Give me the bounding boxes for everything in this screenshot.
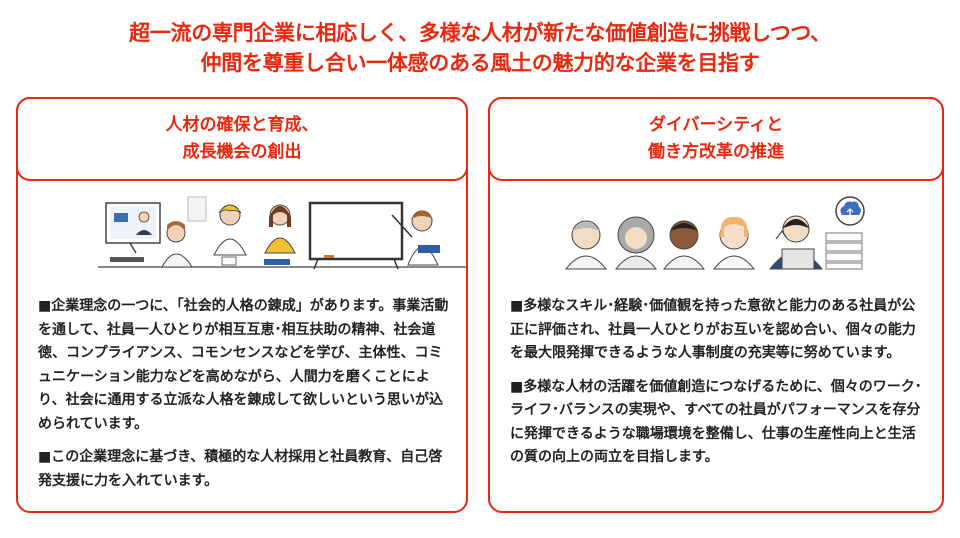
- person-icon: [564, 220, 608, 270]
- person-at-computer-icon: [161, 221, 193, 268]
- monitor-icon: [105, 202, 161, 262]
- teacher-icon: [391, 210, 440, 266]
- panel-title-line-2: 成長機会の創出: [182, 142, 302, 162]
- diversity-text: ■多様なスキル･経験･価値観を持った意欲と能力のある社員が公正に評価され、社員一…: [510, 295, 928, 480]
- person-with-laptop-icon: [768, 215, 824, 270]
- panel-title-line-2: 働き方改革の推進: [648, 142, 784, 162]
- talent-development-header: 人材の確保と育成、 成長機会の創出: [16, 97, 468, 181]
- person-icon: [662, 220, 706, 270]
- document-stack-icon: [825, 232, 863, 270]
- talent-development-text: ■企業理念の一つに、「社会的人格の錬成」があります。事業活動を通して、社員一人ひ…: [38, 295, 452, 503]
- panel-title-line-1: 人材の確保と育成、: [165, 115, 319, 135]
- cloud-upload-icon: [835, 196, 865, 226]
- diversity-header: ダイバーシティと 働き方改革の推進: [488, 97, 944, 181]
- paragraph: ■この企業理念に基づき、積極的な人材採用と社員教育、自己啓発支援に力を入れていま…: [38, 449, 443, 489]
- diversity-illustration: [564, 196, 865, 270]
- panel-title-line-1: ダイバーシティと: [648, 115, 784, 135]
- training-illustration: [98, 196, 466, 270]
- paragraph: ■多様なスキル･経験･価値観を持った意欲と能力のある社員が公正に評価され、社員一…: [510, 298, 916, 361]
- person-icon: [712, 216, 756, 270]
- student-icon: [213, 204, 247, 266]
- paragraph: ■企業理念の一つに、「社会的人格の錬成」があります。事業活動を通して、社員一人ひ…: [38, 298, 449, 432]
- headline-line-1: 超一流の専門企業に相応しく、多様な人材が新たな価値創造に挑戦しつつ、: [129, 21, 831, 45]
- paragraph: ■多様な人材の活躍を価値創造につなげるために、個々のワーク･ライフ･バランスの実…: [510, 378, 922, 466]
- whiteboard-icon: [308, 201, 404, 270]
- page-headline: 超一流の専門企業に相応しく、多様な人材が新たな価値創造に挑戦しつつ、 仲間を尊重…: [0, 18, 960, 78]
- headline-line-2: 仲間を尊重し合い一体感のある風土の魅力的な企業を目指す: [200, 51, 760, 75]
- student-icon: [264, 204, 296, 254]
- person-hijab-icon: [614, 216, 658, 270]
- talent-development-panel: 人材の確保と育成、 成長機会の創出: [16, 97, 468, 513]
- diversity-panel: ダイバーシティと 働き方改革の推進: [488, 97, 944, 513]
- paper-icon: [187, 196, 207, 222]
- book-icon: [264, 259, 290, 265]
